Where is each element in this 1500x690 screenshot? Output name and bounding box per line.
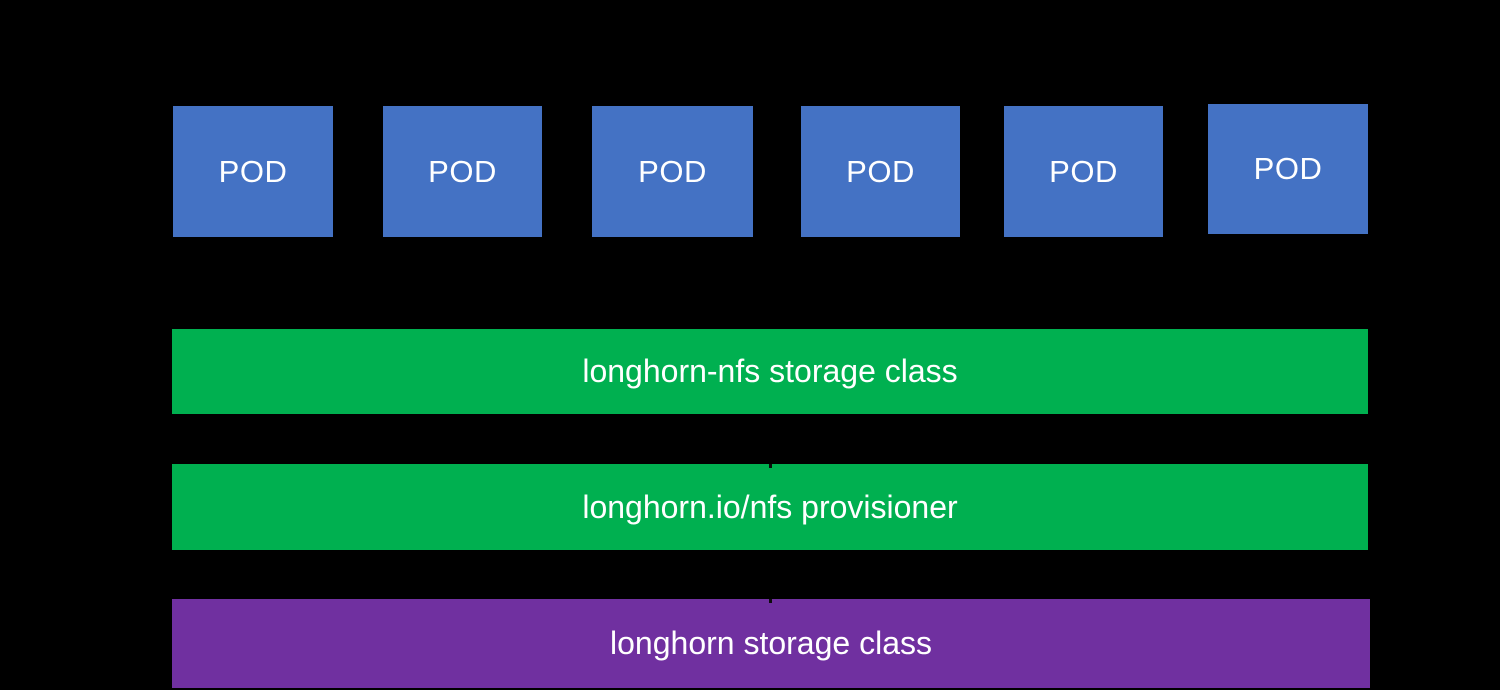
bar-longhorn-nfs-storage-class: longhorn-nfs storage class bbox=[172, 329, 1368, 414]
pod-label: POD bbox=[846, 153, 915, 189]
pod-box-2: POD bbox=[383, 106, 542, 237]
pod-box-3: POD bbox=[592, 106, 753, 237]
connector-tick bbox=[769, 464, 772, 468]
bar-label: longhorn.io/nfs provisioner bbox=[582, 488, 958, 525]
pod-box-4: POD bbox=[801, 106, 960, 237]
pod-label: POD bbox=[428, 153, 497, 189]
pod-box-1: POD bbox=[173, 106, 333, 237]
pod-label: POD bbox=[1253, 151, 1323, 186]
connector-tick bbox=[769, 599, 772, 603]
pod-label: POD bbox=[218, 153, 288, 189]
bar-label: longhorn-nfs storage class bbox=[582, 353, 958, 389]
pod-label: POD bbox=[638, 153, 707, 189]
bar-longhorn-storage-class: longhorn storage class bbox=[172, 599, 1370, 688]
bar-label: longhorn storage class bbox=[610, 625, 932, 661]
bar-longhorn-io-nfs-provisioner: longhorn.io/nfs provisioner bbox=[172, 464, 1368, 550]
pod-label: POD bbox=[1049, 153, 1118, 189]
pod-box-6: POD bbox=[1208, 104, 1368, 234]
pod-box-5: POD bbox=[1004, 106, 1163, 237]
